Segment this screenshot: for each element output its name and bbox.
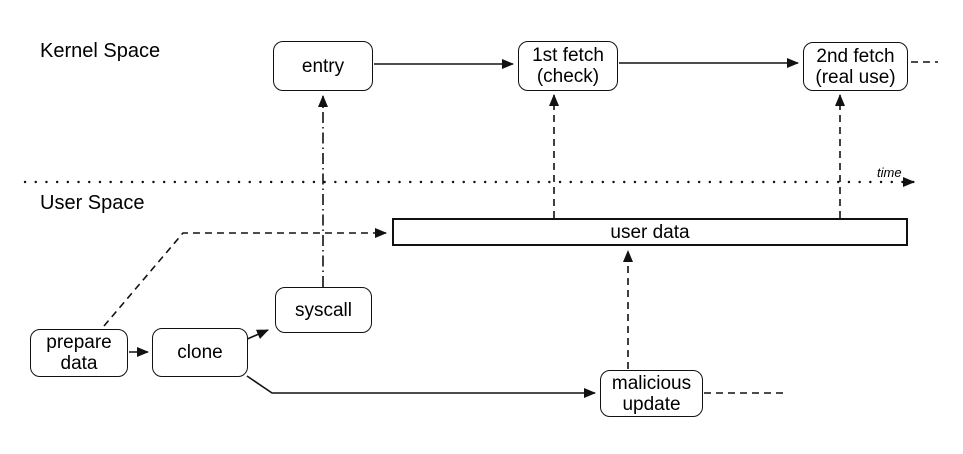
- node-first-fetch-line1: 1st fetch: [532, 45, 604, 66]
- node-entry: entry: [273, 41, 373, 91]
- node-malicious-update-line1: malicious: [611, 372, 692, 394]
- node-user-data-label: user data: [610, 221, 690, 243]
- user-space-label: User Space: [40, 192, 145, 214]
- edge-clone-to-syscall: [244, 329, 269, 341]
- edge-clone-to-malicious-update: [246, 375, 596, 398]
- node-malicious-update: malicious update: [600, 370, 703, 417]
- time-axis-label: time: [877, 165, 902, 180]
- kernel-space-label: Kernel Space: [40, 40, 161, 62]
- node-second-fetch-line1: 2nd fetch: [816, 45, 895, 67]
- node-prepare-data-line2: data: [60, 353, 98, 374]
- node-second-fetch-line2: (real use): [815, 66, 896, 88]
- node-second-fetch: 2nd fetch (real use): [803, 42, 908, 91]
- node-clone-label: clone: [177, 342, 223, 363]
- node-first-fetch-line2: (check): [536, 66, 600, 87]
- node-syscall-label: syscall: [294, 299, 352, 321]
- node-clone: clone: [152, 328, 248, 377]
- edge-prepare-data-to-user-data: [103, 228, 387, 327]
- node-first-fetch: 1st fetch (check): [518, 41, 618, 91]
- node-entry-label: entry: [301, 55, 345, 77]
- node-syscall: syscall: [275, 287, 372, 333]
- node-prepare-data: prepare data: [30, 329, 128, 377]
- node-user-data: user data: [392, 218, 908, 246]
- node-malicious-update-line2: update: [622, 393, 681, 415]
- node-prepare-data-line1: prepare: [46, 332, 112, 353]
